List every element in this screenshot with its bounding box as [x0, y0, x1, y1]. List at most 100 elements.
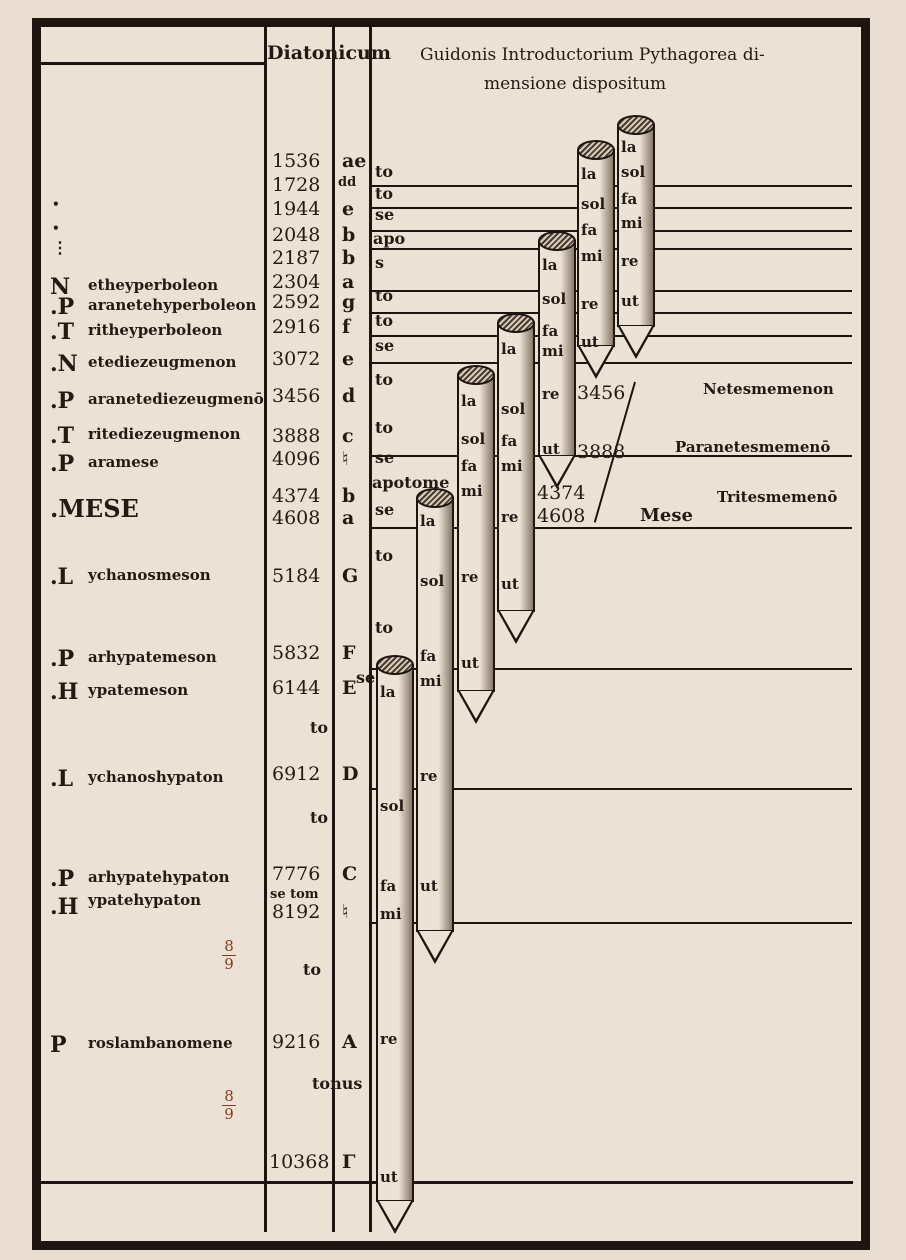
- synemmenon-label: Netesmemenon: [703, 380, 834, 398]
- note-name-initial: .P: [50, 388, 75, 414]
- tube-tip-fill: [620, 326, 652, 354]
- dot-marker: •: [52, 221, 60, 235]
- pitch-letter: D: [342, 763, 359, 785]
- pitch-letter: b: [342, 485, 356, 507]
- interval-label: se: [356, 668, 376, 687]
- note-name: etheyperboleon: [88, 276, 219, 294]
- solmization-syllable: re: [621, 252, 639, 270]
- letter-column-line: [332, 27, 335, 1232]
- solmization-syllable: ut: [501, 575, 519, 593]
- note-name-initial: .T: [50, 423, 75, 449]
- interval-label: apo: [373, 229, 406, 248]
- note-name-initial: .P: [50, 866, 75, 892]
- solmization-syllable: la: [501, 340, 517, 358]
- pitch-letter: c: [342, 425, 354, 447]
- solmization-syllable: la: [581, 165, 597, 183]
- note-name: ritediezeugmenon: [88, 425, 241, 443]
- synemmenon-number: 3888: [577, 441, 626, 463]
- frequency-number: 2048: [272, 224, 321, 246]
- pitch-letter: f: [342, 316, 351, 338]
- interval-label: to: [375, 418, 394, 437]
- frequency-number: 3888: [272, 425, 321, 447]
- fraction-numerator: 8: [224, 1087, 234, 1105]
- solmization-syllable: sol: [621, 163, 646, 181]
- frequency-number: 6144: [272, 677, 321, 699]
- solmization-syllable: fa: [380, 877, 397, 895]
- synemmenon-label: Tritesmemenō: [717, 488, 838, 506]
- note-name-initial: .L: [50, 766, 74, 792]
- solmization-syllable: re: [501, 508, 519, 526]
- frequency-number: 6912: [272, 763, 321, 785]
- note-name-initial: .H: [50, 679, 79, 705]
- interval-column-line: [369, 27, 372, 1232]
- interval-label: se tom: [270, 887, 319, 902]
- note-name: ychanosmeson: [88, 566, 211, 584]
- note-name: etediezeugmenon: [88, 353, 237, 371]
- interval-label: to: [310, 808, 329, 827]
- note-name: arhypatemeson: [88, 648, 217, 666]
- note-name-initial: N: [50, 274, 71, 300]
- frequency-number: 10368: [269, 1151, 330, 1173]
- solmization-syllable: la: [380, 683, 396, 701]
- interval-label: tonus: [312, 1074, 363, 1093]
- frequency-number: 2187: [272, 247, 321, 269]
- dot-marker: •: [52, 197, 60, 211]
- interval-label: to: [310, 718, 329, 737]
- solmization-syllable: ut: [380, 1168, 398, 1186]
- frequency-number: 7776: [272, 863, 321, 885]
- row-divider: [371, 788, 852, 790]
- solmization-syllable: mi: [621, 214, 643, 232]
- interval-label: se: [375, 500, 395, 519]
- title-line-2: mensione dispositum: [484, 74, 667, 94]
- note-name: roslambanomene: [88, 1034, 233, 1052]
- solmization-syllable: mi: [581, 247, 603, 265]
- frequency-number: 2916: [272, 316, 321, 338]
- note-name: ritheyperboleon: [88, 321, 223, 339]
- frequency-number: 1536: [272, 150, 321, 172]
- note-name-initial: .T: [50, 319, 75, 345]
- pitch-letter: F: [342, 642, 356, 664]
- solmization-syllable: la: [461, 392, 477, 410]
- pitch-letter: g: [342, 291, 356, 313]
- tube-cap: [457, 365, 495, 385]
- synemmenon-label: Mese: [640, 505, 693, 526]
- solmization-syllable: fa: [542, 322, 559, 340]
- synemmenon-label: Paranetesmemenō: [675, 438, 831, 456]
- frequency-number: 2304: [272, 271, 321, 293]
- note-name-initial: .P: [50, 646, 75, 672]
- pitch-letter: G: [342, 565, 359, 587]
- tube-cap: [538, 231, 576, 251]
- interval-label: se: [375, 336, 395, 355]
- solmization-syllable: fa: [581, 221, 598, 239]
- frequency-number: 9216: [272, 1031, 321, 1053]
- interval-label: to: [375, 184, 394, 203]
- solmization-syllable: mi: [501, 457, 523, 475]
- pitch-letter: ♮: [342, 448, 349, 470]
- pitch-letter: e: [342, 198, 355, 220]
- solmization-syllable: mi: [542, 342, 564, 360]
- tube-cap: [617, 115, 655, 135]
- frequency-number: 3072: [272, 348, 321, 370]
- frequency-number: 2592: [272, 291, 321, 313]
- pitch-letter: e: [342, 348, 355, 370]
- solmization-syllable: sol: [501, 400, 526, 418]
- note-name: ypatehypaton: [88, 891, 202, 909]
- solmization-syllable: re: [581, 295, 599, 313]
- note-name-initial: .H: [50, 894, 79, 920]
- solmization-syllable: re: [420, 767, 438, 785]
- interval-label: to: [375, 618, 394, 637]
- pitch-letter: E: [342, 677, 357, 699]
- note-name: arhypatehypaton: [88, 868, 230, 886]
- solmization-syllable: ut: [420, 877, 438, 895]
- pitch-letter: b: [342, 247, 356, 269]
- title-line-1: Guidonis Introductorium Pythagorea di-: [420, 45, 765, 65]
- solmization-syllable: fa: [621, 190, 638, 208]
- interval-label: apotome: [372, 473, 450, 492]
